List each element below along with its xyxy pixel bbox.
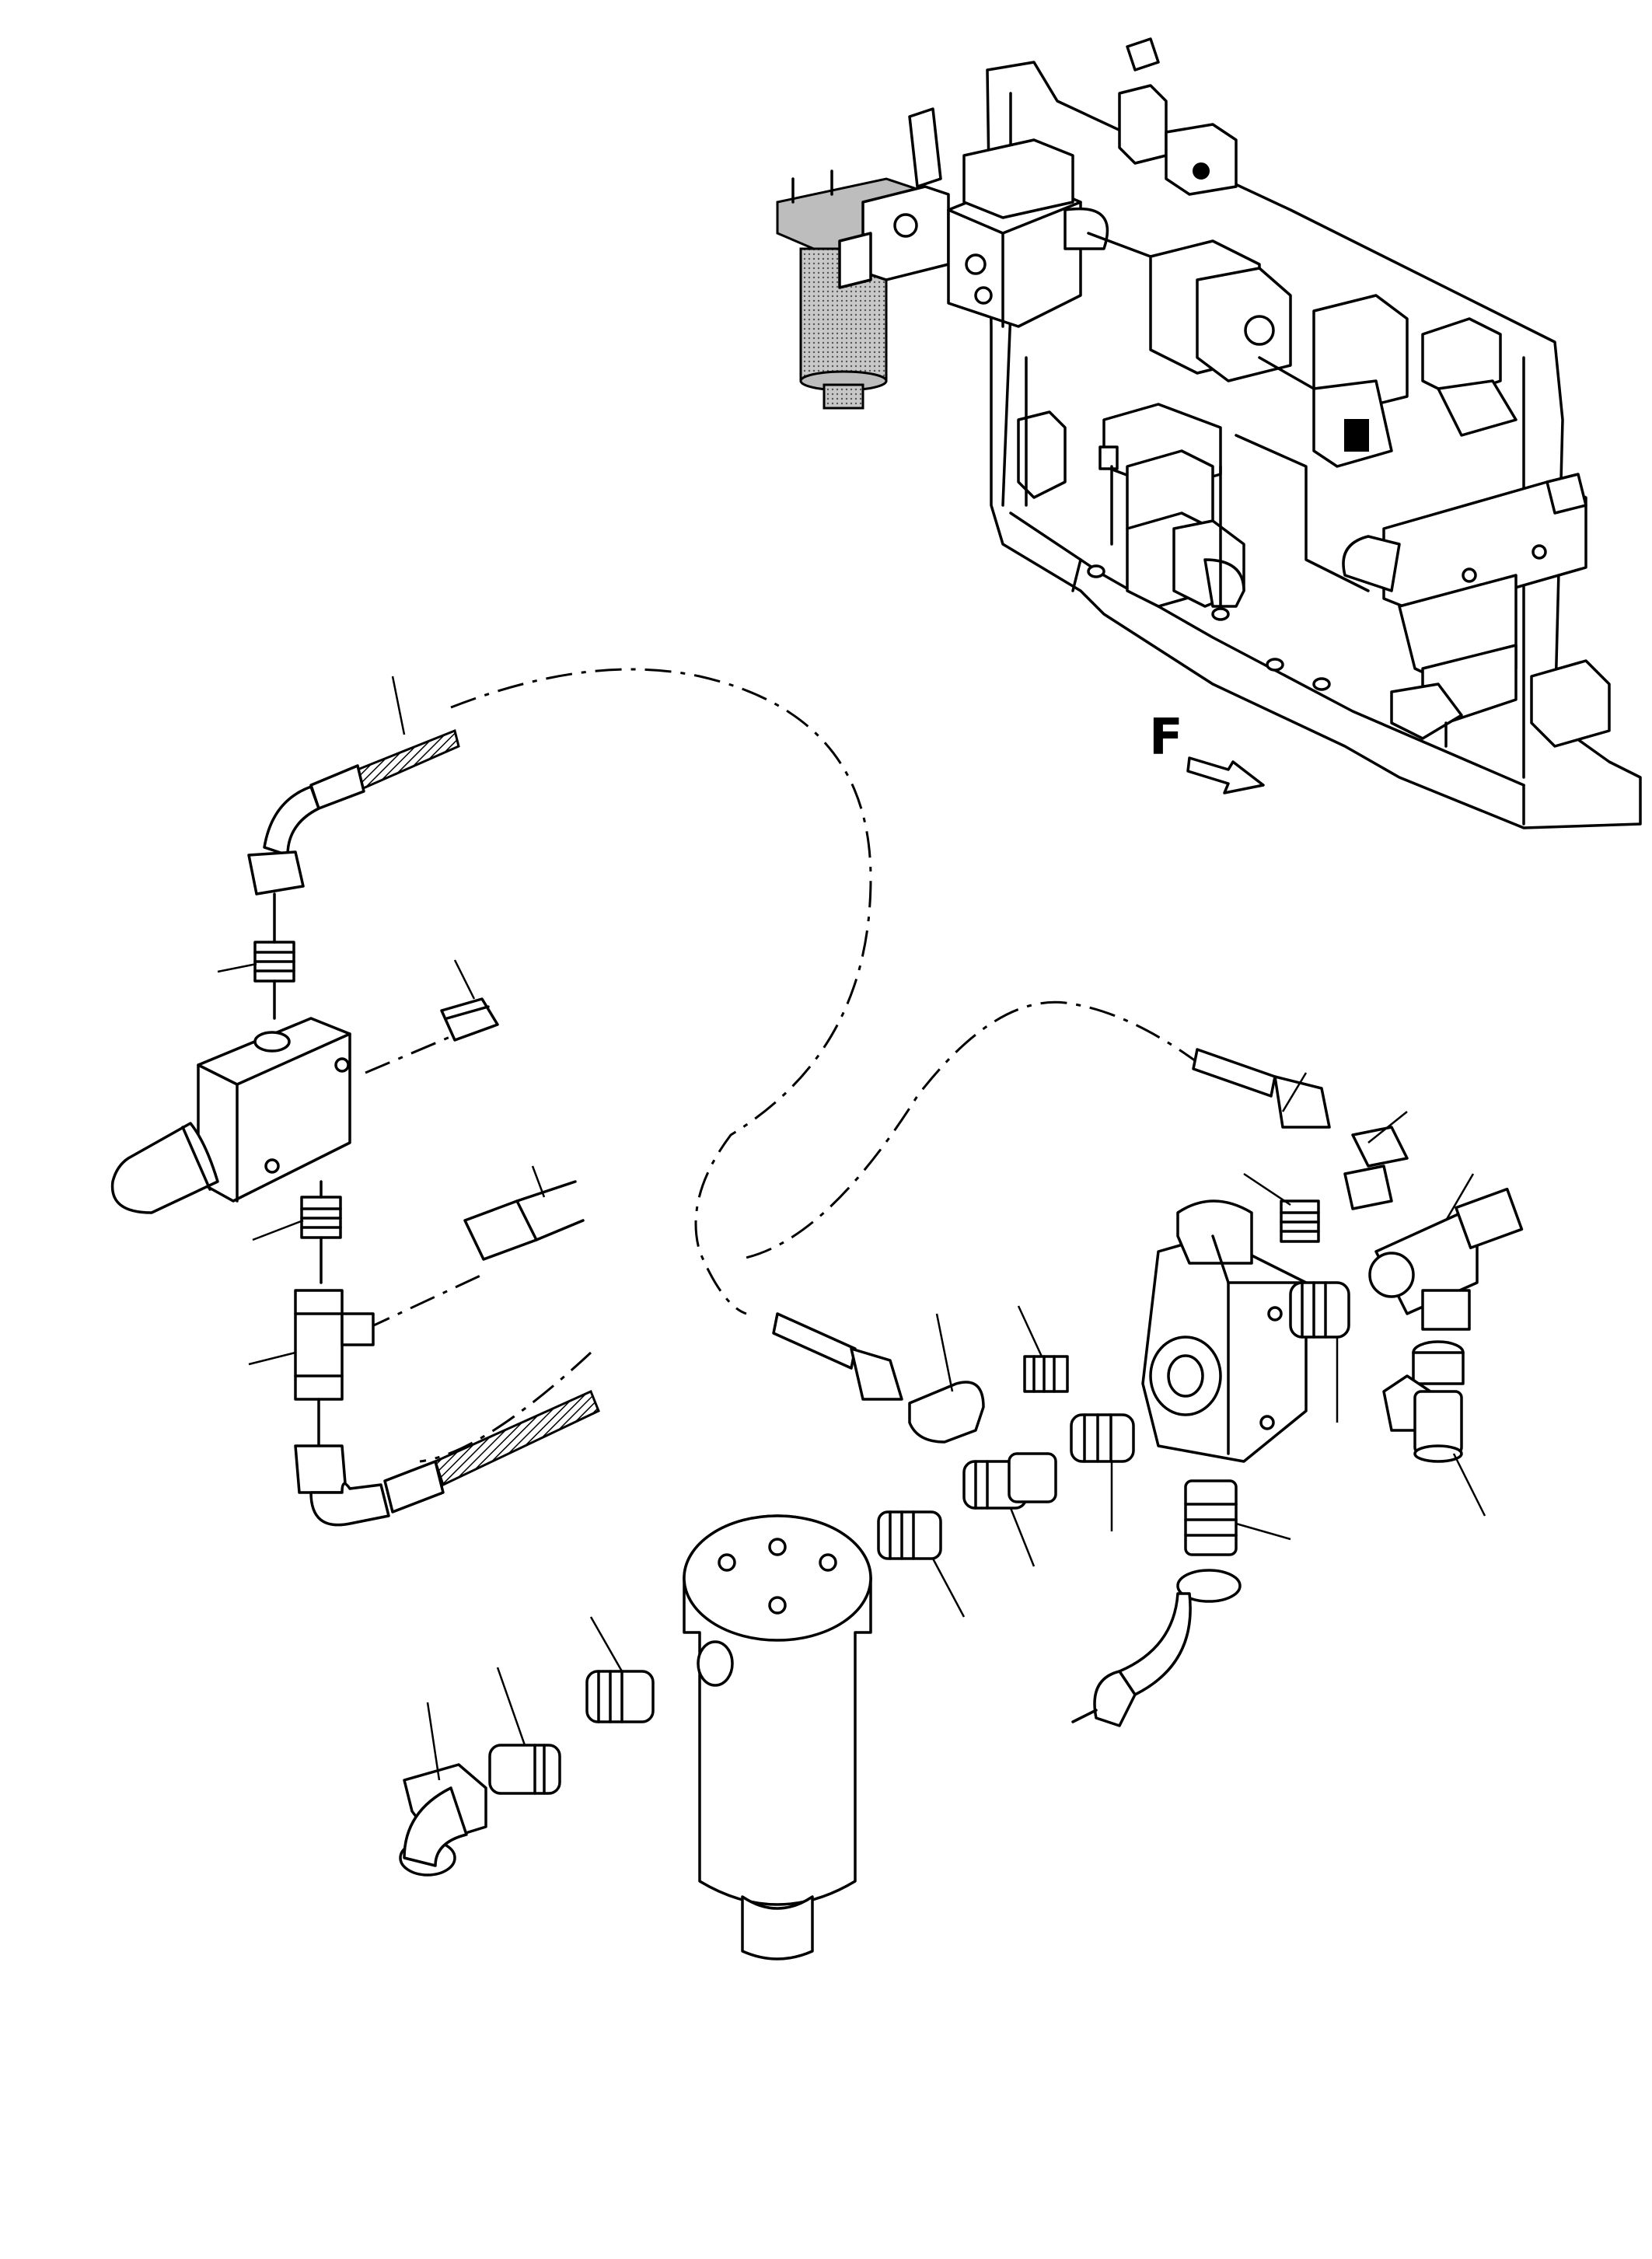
hose-routing-paths [365,668,1202,1463]
valve-cluster-lower-left [1017,403,1245,608]
main-filter-canister [683,1514,872,1960]
direction-arrow-icon [1186,756,1265,794]
lower-right-filter-unit [1342,473,1611,748]
upper-right-hose [1192,1048,1331,1129]
top-filter-unit [776,169,950,410]
plug-upper [440,997,499,1042]
union-center [962,1452,1057,1510]
lower-right-hose [1071,1479,1242,1727]
tee-fitting-right [1368,1187,1524,1331]
nipple-upper-left [253,892,295,1020]
center-hose-end [772,1312,903,1401]
valve-manifold-assembly [776,37,1642,829]
adapter-right [1289,1281,1350,1339]
manifold-block-top [908,107,1109,328]
fittings-filter-outlet [399,1670,655,1877]
lower-left-hose [294,1389,600,1527]
nipple-upper-right [1280,1199,1320,1243]
hose-end-middle [463,1180,585,1261]
nipple-filter-inlet [877,1510,942,1560]
nipple-mid-left [300,1180,342,1284]
elbow-fitting-center [908,1381,985,1444]
callout-leaders [217,676,1486,1781]
tee-fitting-left [294,1289,375,1447]
upper-left-hose [247,728,460,896]
solenoid-valve-top [1118,37,1238,196]
main-valve-body [1141,1199,1308,1463]
direction-label: F [1149,709,1183,766]
gauge-coupling [1382,1340,1465,1463]
elbow-fitting-upper-right [1343,1126,1409,1210]
direction-indicator: F [1149,709,1265,794]
nipple-center [1023,1355,1069,1393]
adapter-center-right [1070,1413,1135,1463]
valve-cluster-middle [1149,239,1518,468]
check-valve-block [110,1017,351,1214]
